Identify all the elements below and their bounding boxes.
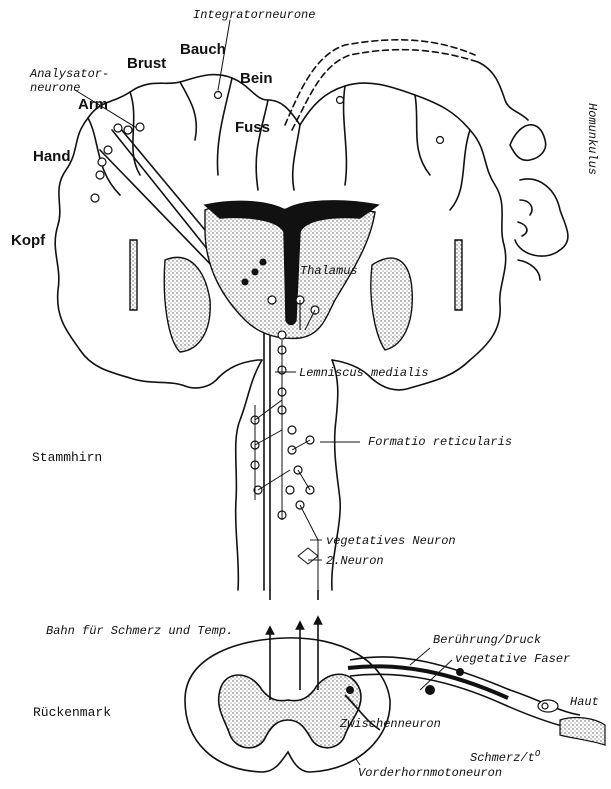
label-formatio-reticularis: Formatio reticularis — [368, 435, 512, 449]
label-integratorneurone: Integratorneurone — [193, 8, 315, 22]
label-vorderhornmotoneuron: Vorderhornmotoneuron — [358, 766, 502, 780]
label-rueckenmark: Rückenmark — [33, 705, 111, 720]
label-fuss: Fuss — [235, 119, 270, 136]
label-schmerz-t: Schmerz/tO — [470, 749, 540, 765]
label-vegetatives-neuron: vegetatives Neuron — [326, 534, 456, 548]
schmerz-superscript: O — [535, 749, 540, 759]
label-zwischenneuron: Zwischenneuron — [340, 717, 441, 731]
label-stammhirn: Stammhirn — [32, 450, 102, 465]
label-brust: Brust — [127, 55, 166, 72]
brainstem-left — [236, 360, 262, 590]
label-thalamus: Thalamus — [300, 264, 358, 278]
label-beruehrung-druck: Berührung/Druck — [433, 633, 541, 647]
label-lemniscus-medialis: Lemniscus medialis — [299, 366, 429, 380]
label-kopf: Kopf — [11, 232, 45, 249]
label-analysator-line1: Analysator- — [30, 67, 109, 81]
label-analysator-line2: neurone — [30, 81, 80, 95]
label-haut: Haut — [570, 695, 599, 709]
label-bahn-schmerz-temp: Bahn für Schmerz und Temp. — [46, 624, 233, 638]
label-hand: Hand — [33, 148, 71, 165]
label-bein: Bein — [240, 70, 273, 87]
label-arm: Arm — [78, 96, 108, 113]
label-vegetative-faser: vegetative Faser — [455, 652, 570, 666]
label-homunkulus: Homunkulus — [585, 103, 599, 175]
label-2-neuron: 2.Neuron — [326, 554, 384, 568]
label-bauch: Bauch — [180, 41, 226, 58]
schmerz-text: Schmerz/t — [470, 751, 535, 765]
